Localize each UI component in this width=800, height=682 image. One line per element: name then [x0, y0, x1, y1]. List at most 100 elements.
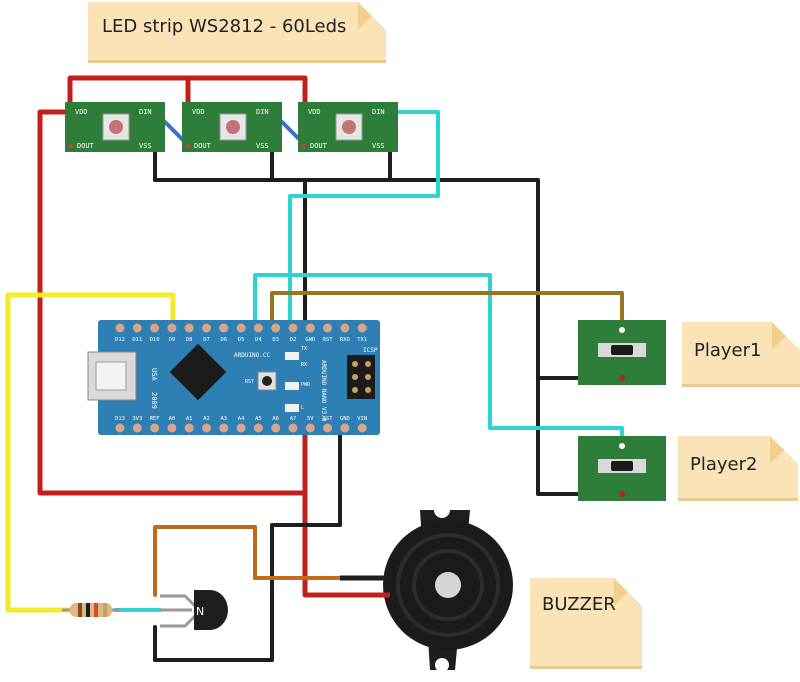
orange-wire	[153, 525, 392, 597]
arduino-pin-pad	[184, 423, 194, 433]
led-module-1: VDD DIN DOUT VSS	[65, 102, 165, 152]
arduino-pin-pad	[167, 423, 177, 433]
arduino-pin-pad	[288, 423, 298, 433]
arduino-pin-label: TX1	[357, 337, 367, 343]
arduino-pin-pad	[236, 323, 246, 333]
transistor: N	[160, 590, 228, 630]
buzzer-note-text: BUZZER	[542, 594, 616, 615]
resistor	[62, 603, 120, 617]
arduino-pin-pad	[305, 423, 315, 433]
tx-led-label: TX	[301, 346, 307, 352]
arduino-pin-label: D4	[255, 337, 262, 343]
led-strip-note-text: LED strip WS2812 - 60Leds	[102, 16, 347, 37]
arduino-pin-pad	[219, 323, 229, 333]
arduino-pin-label: D6	[220, 337, 227, 343]
din-pin-label: DIN	[256, 108, 269, 116]
arduino-pin-pad	[202, 323, 211, 333]
arduino-pin-pad	[115, 423, 125, 433]
arduino-pin-label: VIN	[357, 416, 367, 422]
arduino-pin-label: D8	[186, 337, 193, 343]
vdd-pin-label: VDD	[192, 108, 205, 116]
icsp-header: ICSP	[347, 347, 378, 399]
vss-pin-label: VSS	[372, 142, 385, 150]
led-module-2: VDD DIN DOUT VSS	[182, 102, 282, 152]
player1-note-text: Player1	[694, 340, 762, 361]
arduino-pin-pad	[150, 323, 160, 333]
arduino-pin-label: A2	[203, 416, 210, 422]
arduino-pin-label: D3	[272, 337, 279, 343]
arduino-pin-pad	[305, 323, 315, 333]
vdd-pin-label: VDD	[75, 108, 88, 116]
arduino-pin-pad	[150, 423, 160, 433]
buzzer	[340, 502, 513, 672]
arduino-pin-pad	[219, 423, 229, 433]
svg-text:N: N	[196, 605, 204, 618]
arduino-pin-pad	[253, 323, 263, 333]
arduino-pin-pad	[167, 323, 177, 333]
arduino-pin-pad	[115, 323, 125, 333]
vss-pin-label: VSS	[139, 142, 152, 150]
rst-label: RST	[245, 379, 254, 385]
icsp-label: ICSP	[363, 347, 378, 354]
arduino-pin-pad	[202, 423, 211, 433]
arduino-pin-label: D10	[150, 337, 160, 343]
arduino-pin-pad	[357, 423, 367, 433]
site-label: ARDUINO.CC	[234, 352, 271, 359]
arduino-pin-pad	[271, 323, 281, 333]
din-pin-label: DIN	[372, 108, 385, 116]
arduino-pin-label: A6	[272, 416, 279, 422]
ground-wires	[153, 146, 624, 662]
dout-pin-label: DOUT	[77, 142, 95, 150]
arduino-pin-pad	[323, 423, 333, 433]
arduino-pin-label: 5V	[307, 416, 314, 422]
arduino-pin-pad	[340, 423, 350, 433]
brown-wire	[270, 291, 624, 332]
pwr-led-label: PWR	[301, 382, 311, 388]
arduino-pin-label: REF	[150, 416, 160, 422]
player1-button[interactable]	[578, 320, 666, 385]
arduino-pin-pad	[236, 423, 246, 433]
usa-label: USA	[150, 368, 158, 381]
arduino-pin-label: RST	[323, 416, 334, 422]
arduino-pin-label: A5	[255, 416, 262, 422]
arduino-pin-label: A3	[220, 416, 227, 422]
led-module-3: VDD DIN DOUT VSS	[298, 102, 398, 152]
arduino-pin-pad	[271, 423, 281, 433]
wires	[5, 75, 624, 662]
arduino-pin-label: GND	[305, 337, 315, 343]
status-leds: TX RX PWR L	[285, 346, 311, 412]
player2-note: Player2	[678, 436, 798, 501]
arduino-pin-label: A7	[290, 416, 297, 422]
arduino-pin-label: A1	[186, 416, 193, 422]
arduino-pin-label: D12	[115, 337, 125, 343]
arduino-pin-label: D9	[169, 337, 176, 343]
data-wires	[113, 110, 624, 612]
model-label: ARDUINO NANO V3.0	[320, 360, 327, 422]
led-strip-note: LED strip WS2812 - 60Leds	[88, 2, 386, 63]
year-label: 2009	[150, 392, 158, 409]
arduino-pin-label: RXO	[340, 337, 350, 343]
arduino-pin-label: D7	[203, 337, 210, 343]
player2-note-text: Player2	[690, 454, 758, 475]
vdd-pin-label: VDD	[308, 108, 321, 116]
rx-led-label: RX	[301, 362, 307, 368]
vss-pin-label: VSS	[256, 142, 269, 150]
player2-button[interactable]	[578, 436, 666, 501]
arduino-pin-label: D11	[132, 337, 142, 343]
arduino-pin-label: GND	[340, 416, 350, 422]
arduino-pin-pad	[357, 323, 367, 333]
led-strip: VDD DIN DOUT VSS VDD DIN DOUT VSS VDD DI…	[65, 102, 398, 152]
l-led-label: L	[301, 405, 304, 411]
arduino-pin-pad	[323, 323, 333, 333]
dout-pin-label: DOUT	[194, 142, 212, 150]
arduino-pin-label: A4	[238, 416, 245, 422]
arduino-pin-pad	[132, 423, 142, 433]
arduino-pin-label: D5	[238, 337, 245, 343]
arduino-pin-label: A0	[169, 416, 176, 422]
arduino-pin-label: D13	[115, 416, 125, 422]
din-pin-label: DIN	[139, 108, 152, 116]
arduino-pin-label: D2	[290, 337, 297, 343]
